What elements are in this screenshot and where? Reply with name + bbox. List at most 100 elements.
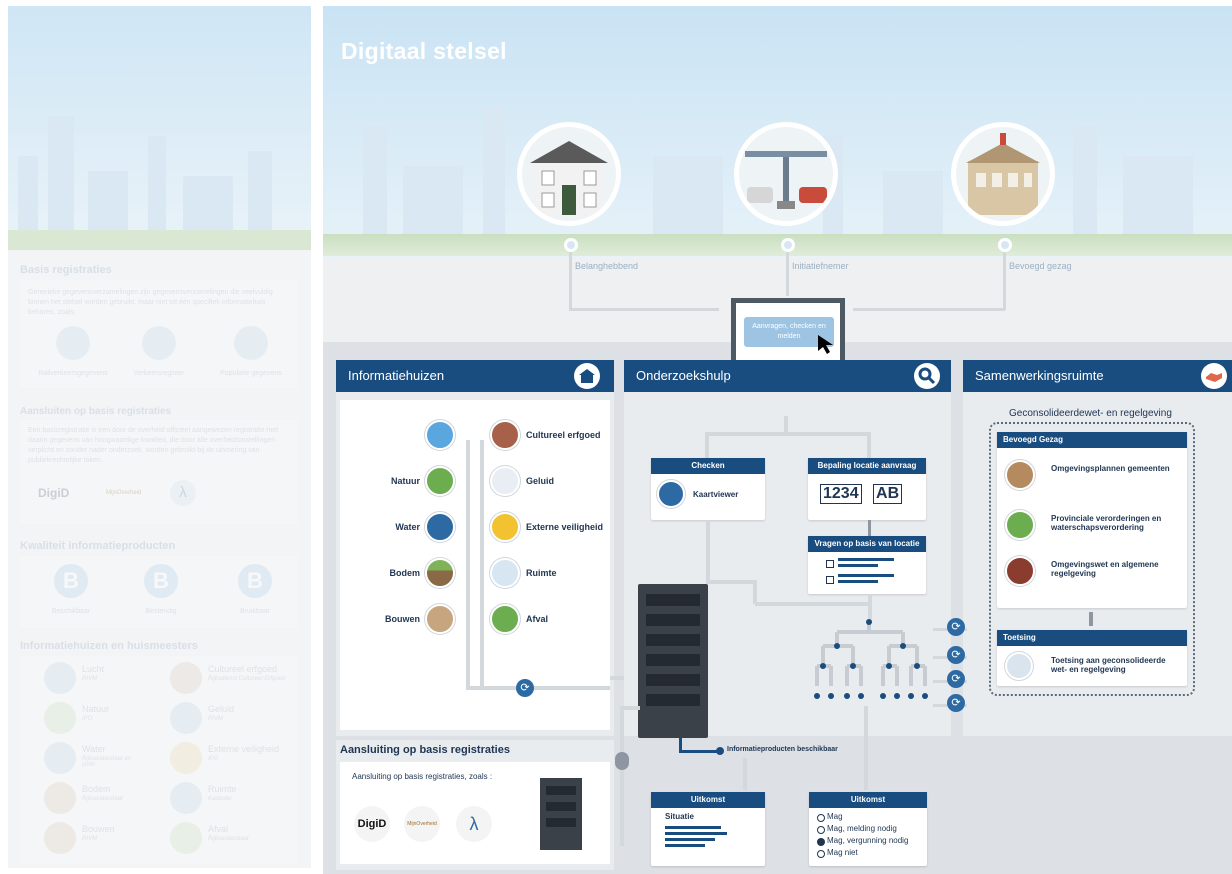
huizen-card: Lucht RIVM Natuur IPO Water Rijkswaterst… bbox=[20, 656, 298, 864]
server-slot bbox=[546, 818, 576, 827]
radio-icon bbox=[817, 826, 825, 834]
toetsing-header: Toetsing bbox=[997, 630, 1187, 646]
skyline-building bbox=[248, 151, 272, 236]
left-info-panel: Basis registraties Generieke gegevensver… bbox=[8, 6, 311, 868]
decision-tree bbox=[814, 619, 928, 699]
basis-card: Generieke gegevensverzamelingen zijn geg… bbox=[20, 280, 298, 388]
info-label: Natuur bbox=[391, 476, 420, 486]
toetsing-card: Toetsing Toetsing aan geconsolideerde we… bbox=[997, 630, 1187, 686]
traffic-icon bbox=[142, 326, 176, 360]
huis-name: Natuur bbox=[82, 704, 110, 714]
skyline-building bbox=[403, 166, 463, 246]
provinciale-icon bbox=[1005, 510, 1035, 540]
cultureel-erfgoed-icon[interactable] bbox=[490, 420, 520, 450]
connector-line bbox=[864, 758, 868, 790]
afval-icon[interactable] bbox=[490, 604, 520, 634]
bouwen-icon[interactable] bbox=[425, 604, 455, 634]
sync-icon: ⟳ bbox=[516, 679, 534, 697]
huis-owner: IPO bbox=[208, 756, 219, 762]
stem-line bbox=[480, 440, 484, 690]
left-grass bbox=[8, 230, 311, 250]
aansluiting-subtitle: Aansluiting op basis registraties, zoals… bbox=[352, 772, 493, 781]
bodem-icon[interactable] bbox=[425, 558, 455, 588]
cultureel-erfgoed-icon bbox=[170, 662, 202, 694]
geluid-icon[interactable] bbox=[490, 466, 520, 496]
connector-line bbox=[1003, 252, 1006, 310]
skyline-building bbox=[363, 126, 387, 246]
radio-selected-icon bbox=[817, 838, 825, 846]
postcode-letters: AB bbox=[873, 484, 903, 504]
huis-name: Externe veiligheid bbox=[208, 744, 280, 754]
actor-node[interactable] bbox=[998, 238, 1012, 252]
actor-node[interactable] bbox=[564, 238, 578, 252]
info-label: Ruimte bbox=[526, 568, 557, 578]
huis-owner: Rijkswaterstaat en UvW bbox=[82, 756, 132, 768]
huis-name: Bouwen bbox=[82, 824, 115, 834]
small-server-icon bbox=[540, 778, 582, 850]
uitkomst-header: Uitkomst bbox=[651, 792, 765, 808]
server-slot bbox=[646, 654, 700, 666]
left-sky-background bbox=[8, 6, 311, 250]
huis-owner: RIVM bbox=[82, 676, 97, 682]
basis-registraties-title: Basis registraties bbox=[20, 264, 112, 276]
uitkomst-situatie-card[interactable]: Uitkomst Situatie bbox=[651, 792, 765, 866]
huis-owner: Rijkswaterstaat bbox=[208, 836, 249, 842]
connector-line bbox=[864, 706, 868, 760]
checken-header: Checken bbox=[651, 458, 765, 474]
vragen-card[interactable]: Vragen op basis van locatie bbox=[808, 536, 926, 594]
uitkomst-option: Mag, melding nodig bbox=[827, 824, 897, 833]
b-icon: B bbox=[238, 564, 272, 598]
informatieproducten-label: Informatieproducten beschikbaar bbox=[727, 746, 838, 753]
radio-icon bbox=[817, 850, 825, 858]
text-line bbox=[838, 564, 878, 567]
huis-name: Bodem bbox=[82, 784, 111, 794]
afval-icon bbox=[170, 822, 202, 854]
server-slot bbox=[646, 694, 700, 706]
stem-line bbox=[466, 686, 610, 690]
sync-icon: ⟳ bbox=[947, 694, 965, 712]
server-slot bbox=[646, 634, 700, 646]
kwaliteit-label: Beschikbaar bbox=[51, 608, 91, 615]
ruimte-icon[interactable] bbox=[490, 558, 520, 588]
page-title: Digitaal stelsel bbox=[341, 38, 507, 64]
natuur-icon[interactable] bbox=[425, 466, 455, 496]
connector-line bbox=[705, 432, 869, 436]
onderzoekshulp-header: Onderzoekshulp bbox=[624, 360, 951, 392]
basis-text: Generieke gegevensverzamelingen zijn geg… bbox=[28, 289, 273, 316]
sync-icon: ⟳ bbox=[947, 646, 965, 664]
info-label: Water bbox=[395, 522, 420, 532]
actor-node[interactable] bbox=[781, 238, 795, 252]
geconsolideerd-heading: Geconsolideerdewet- en regelgeving bbox=[1009, 408, 1172, 419]
text-line bbox=[838, 558, 894, 561]
server-slot bbox=[546, 802, 576, 811]
text-line bbox=[838, 580, 878, 583]
kwaliteit-label: Bruikbaar bbox=[240, 608, 270, 615]
uitkomst-mag-card[interactable]: Uitkomst Mag Mag, melding nodig Mag, ver… bbox=[809, 792, 927, 866]
kwaliteit-card: B B B Beschikbaar Bestendig Bruikbaar bbox=[20, 556, 298, 628]
checkbox-icon bbox=[826, 560, 834, 568]
main-diagram: Digitaal stelsel bbox=[323, 6, 1232, 874]
b-icon: B bbox=[144, 564, 178, 598]
stem-line bbox=[466, 440, 470, 690]
basis-item-label: Railverkeersgegevens bbox=[38, 370, 108, 377]
bevoegd-gezag-header: Bevoegd Gezag bbox=[997, 432, 1187, 448]
water-icon[interactable] bbox=[425, 512, 455, 542]
text-line bbox=[665, 844, 705, 847]
lucht-icon bbox=[44, 662, 76, 694]
checken-card[interactable]: Checken Kaartviewer bbox=[651, 458, 765, 520]
sync-icon: ⟳ bbox=[947, 618, 965, 636]
lambda-logo-icon: λ bbox=[170, 480, 196, 506]
geconsolideerd-border bbox=[989, 422, 1195, 696]
externe-veiligheid-icon[interactable] bbox=[490, 512, 520, 542]
info-label: Afval bbox=[526, 614, 549, 624]
bepaling-card[interactable]: Bepaling locatie aanvraag 1234 AB bbox=[808, 458, 926, 520]
kwaliteit-title: Kwaliteit informatieproducten bbox=[20, 540, 176, 552]
aansluiten-text: Een basisregistratie is een door de over… bbox=[28, 427, 279, 464]
digid-logo: DigiD bbox=[354, 806, 390, 842]
huis-owner: IPO bbox=[82, 716, 93, 722]
lucht-icon[interactable] bbox=[425, 420, 455, 450]
bevoegd-item: Provinciale verorderingen en waterschaps… bbox=[1051, 514, 1162, 532]
connector-line bbox=[784, 416, 788, 434]
omgevingsplan-icon bbox=[1005, 460, 1035, 490]
bouwen-icon bbox=[44, 822, 76, 854]
